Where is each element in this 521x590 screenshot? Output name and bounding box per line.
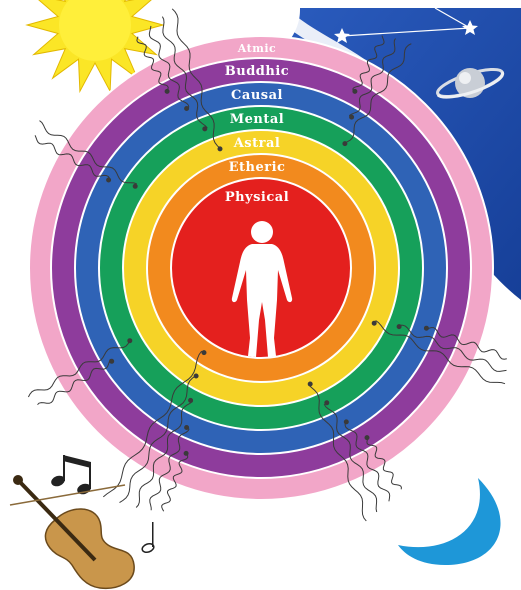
wave-origin-dot <box>189 398 193 402</box>
wave-origin-dot <box>350 115 354 119</box>
wave-origin-dot <box>372 321 376 325</box>
wave-origin-dot <box>202 351 206 355</box>
crescent-moon-icon <box>398 478 501 565</box>
wave-origin-dot <box>185 107 189 111</box>
wave-origin-dot <box>184 451 188 455</box>
wave-origin-dot <box>110 359 114 363</box>
violin-icon <box>10 475 134 588</box>
wave-origin-dot <box>107 178 111 182</box>
ring-label-astral: Astral <box>233 136 281 151</box>
wave-origin-dot <box>203 127 207 131</box>
wave-origin-dot <box>185 426 189 430</box>
wave-origin-dot <box>308 382 312 386</box>
ring-label-mental: Mental <box>230 112 284 127</box>
wave-origin-dot <box>325 401 329 405</box>
wave-origin-dot <box>165 89 169 93</box>
wave-origin-dot <box>343 142 347 146</box>
ring-label-buddhic: Buddhic <box>225 64 289 79</box>
wave-origin-dot <box>424 326 428 330</box>
ring-label-causal: Causal <box>231 88 283 103</box>
wave-origin-dot <box>397 325 401 329</box>
ring-label-atmic: Atmic <box>237 42 276 55</box>
wave-origin-dot <box>365 436 369 440</box>
ring-label-physical: Physical <box>225 190 289 205</box>
wave-origin-dot <box>133 184 137 188</box>
wave-origin-dot <box>344 420 348 424</box>
wave-origin-dot <box>353 89 357 93</box>
wave-origin-dot <box>194 374 198 378</box>
ring-label-etheric: Etheric <box>229 160 286 175</box>
wave-origin-dot <box>128 339 132 343</box>
wave-origin-dot <box>218 147 222 151</box>
